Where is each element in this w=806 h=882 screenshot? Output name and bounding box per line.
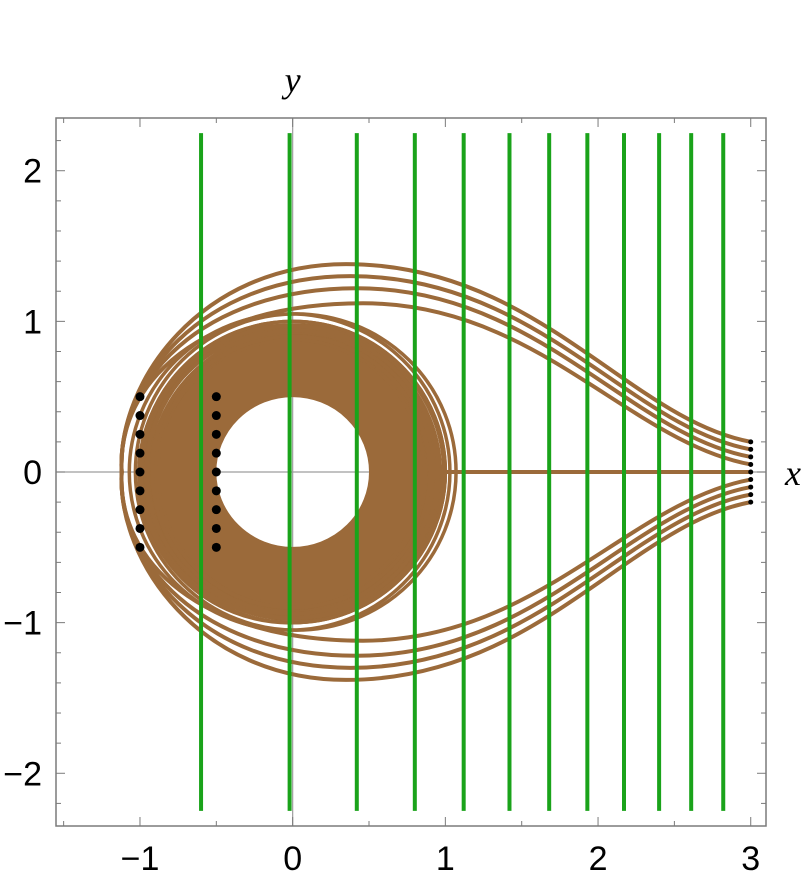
data-point xyxy=(135,448,145,458)
x-tick-label: 1 xyxy=(436,840,455,878)
data-point xyxy=(748,439,754,445)
data-point xyxy=(211,467,221,477)
x-tick-label: 3 xyxy=(741,840,760,878)
data-point xyxy=(135,542,145,552)
data-point xyxy=(135,392,145,402)
vertical-lines-layer xyxy=(199,133,726,811)
data-point xyxy=(211,448,221,458)
x-tick-label: −1 xyxy=(121,840,160,878)
y-tick-label: −2 xyxy=(3,755,42,793)
data-point xyxy=(748,454,754,460)
data-point xyxy=(211,505,221,515)
data-point xyxy=(748,477,754,483)
y-tick-label: 1 xyxy=(23,303,42,341)
x-tick-label: 2 xyxy=(589,840,608,878)
data-point xyxy=(748,492,754,498)
data-point xyxy=(211,429,221,439)
x-tick-label: 0 xyxy=(283,840,302,878)
data-point xyxy=(135,467,145,477)
data-point xyxy=(748,446,754,452)
data-point xyxy=(135,411,145,421)
data-point xyxy=(135,505,145,515)
data-point xyxy=(135,486,145,496)
y-tick-label: 0 xyxy=(23,454,42,492)
y-axis-title: y xyxy=(282,60,301,100)
data-point xyxy=(135,429,145,439)
points-layer xyxy=(135,392,754,552)
trajectory-loop xyxy=(153,334,432,610)
tick-labels-layer: −1 0 1 2 3 −2 −1 0 1 2 xyxy=(3,153,760,878)
data-point xyxy=(748,469,754,475)
data-point xyxy=(748,499,754,505)
data-point xyxy=(211,486,221,496)
trajectory-line xyxy=(119,470,753,643)
x-axis-title: x xyxy=(784,453,801,493)
trajectory-line xyxy=(119,301,753,474)
data-point xyxy=(748,484,754,490)
y-tick-label: −1 xyxy=(3,605,42,643)
data-point xyxy=(211,542,221,552)
data-point xyxy=(211,392,221,402)
data-point xyxy=(748,461,754,467)
ring-band xyxy=(152,332,434,612)
data-point xyxy=(211,523,221,533)
data-point xyxy=(211,411,221,421)
trajectory-loop xyxy=(133,312,458,632)
ticks-layer xyxy=(56,118,766,826)
data-point xyxy=(135,523,145,533)
y-tick-label: 2 xyxy=(23,153,42,191)
